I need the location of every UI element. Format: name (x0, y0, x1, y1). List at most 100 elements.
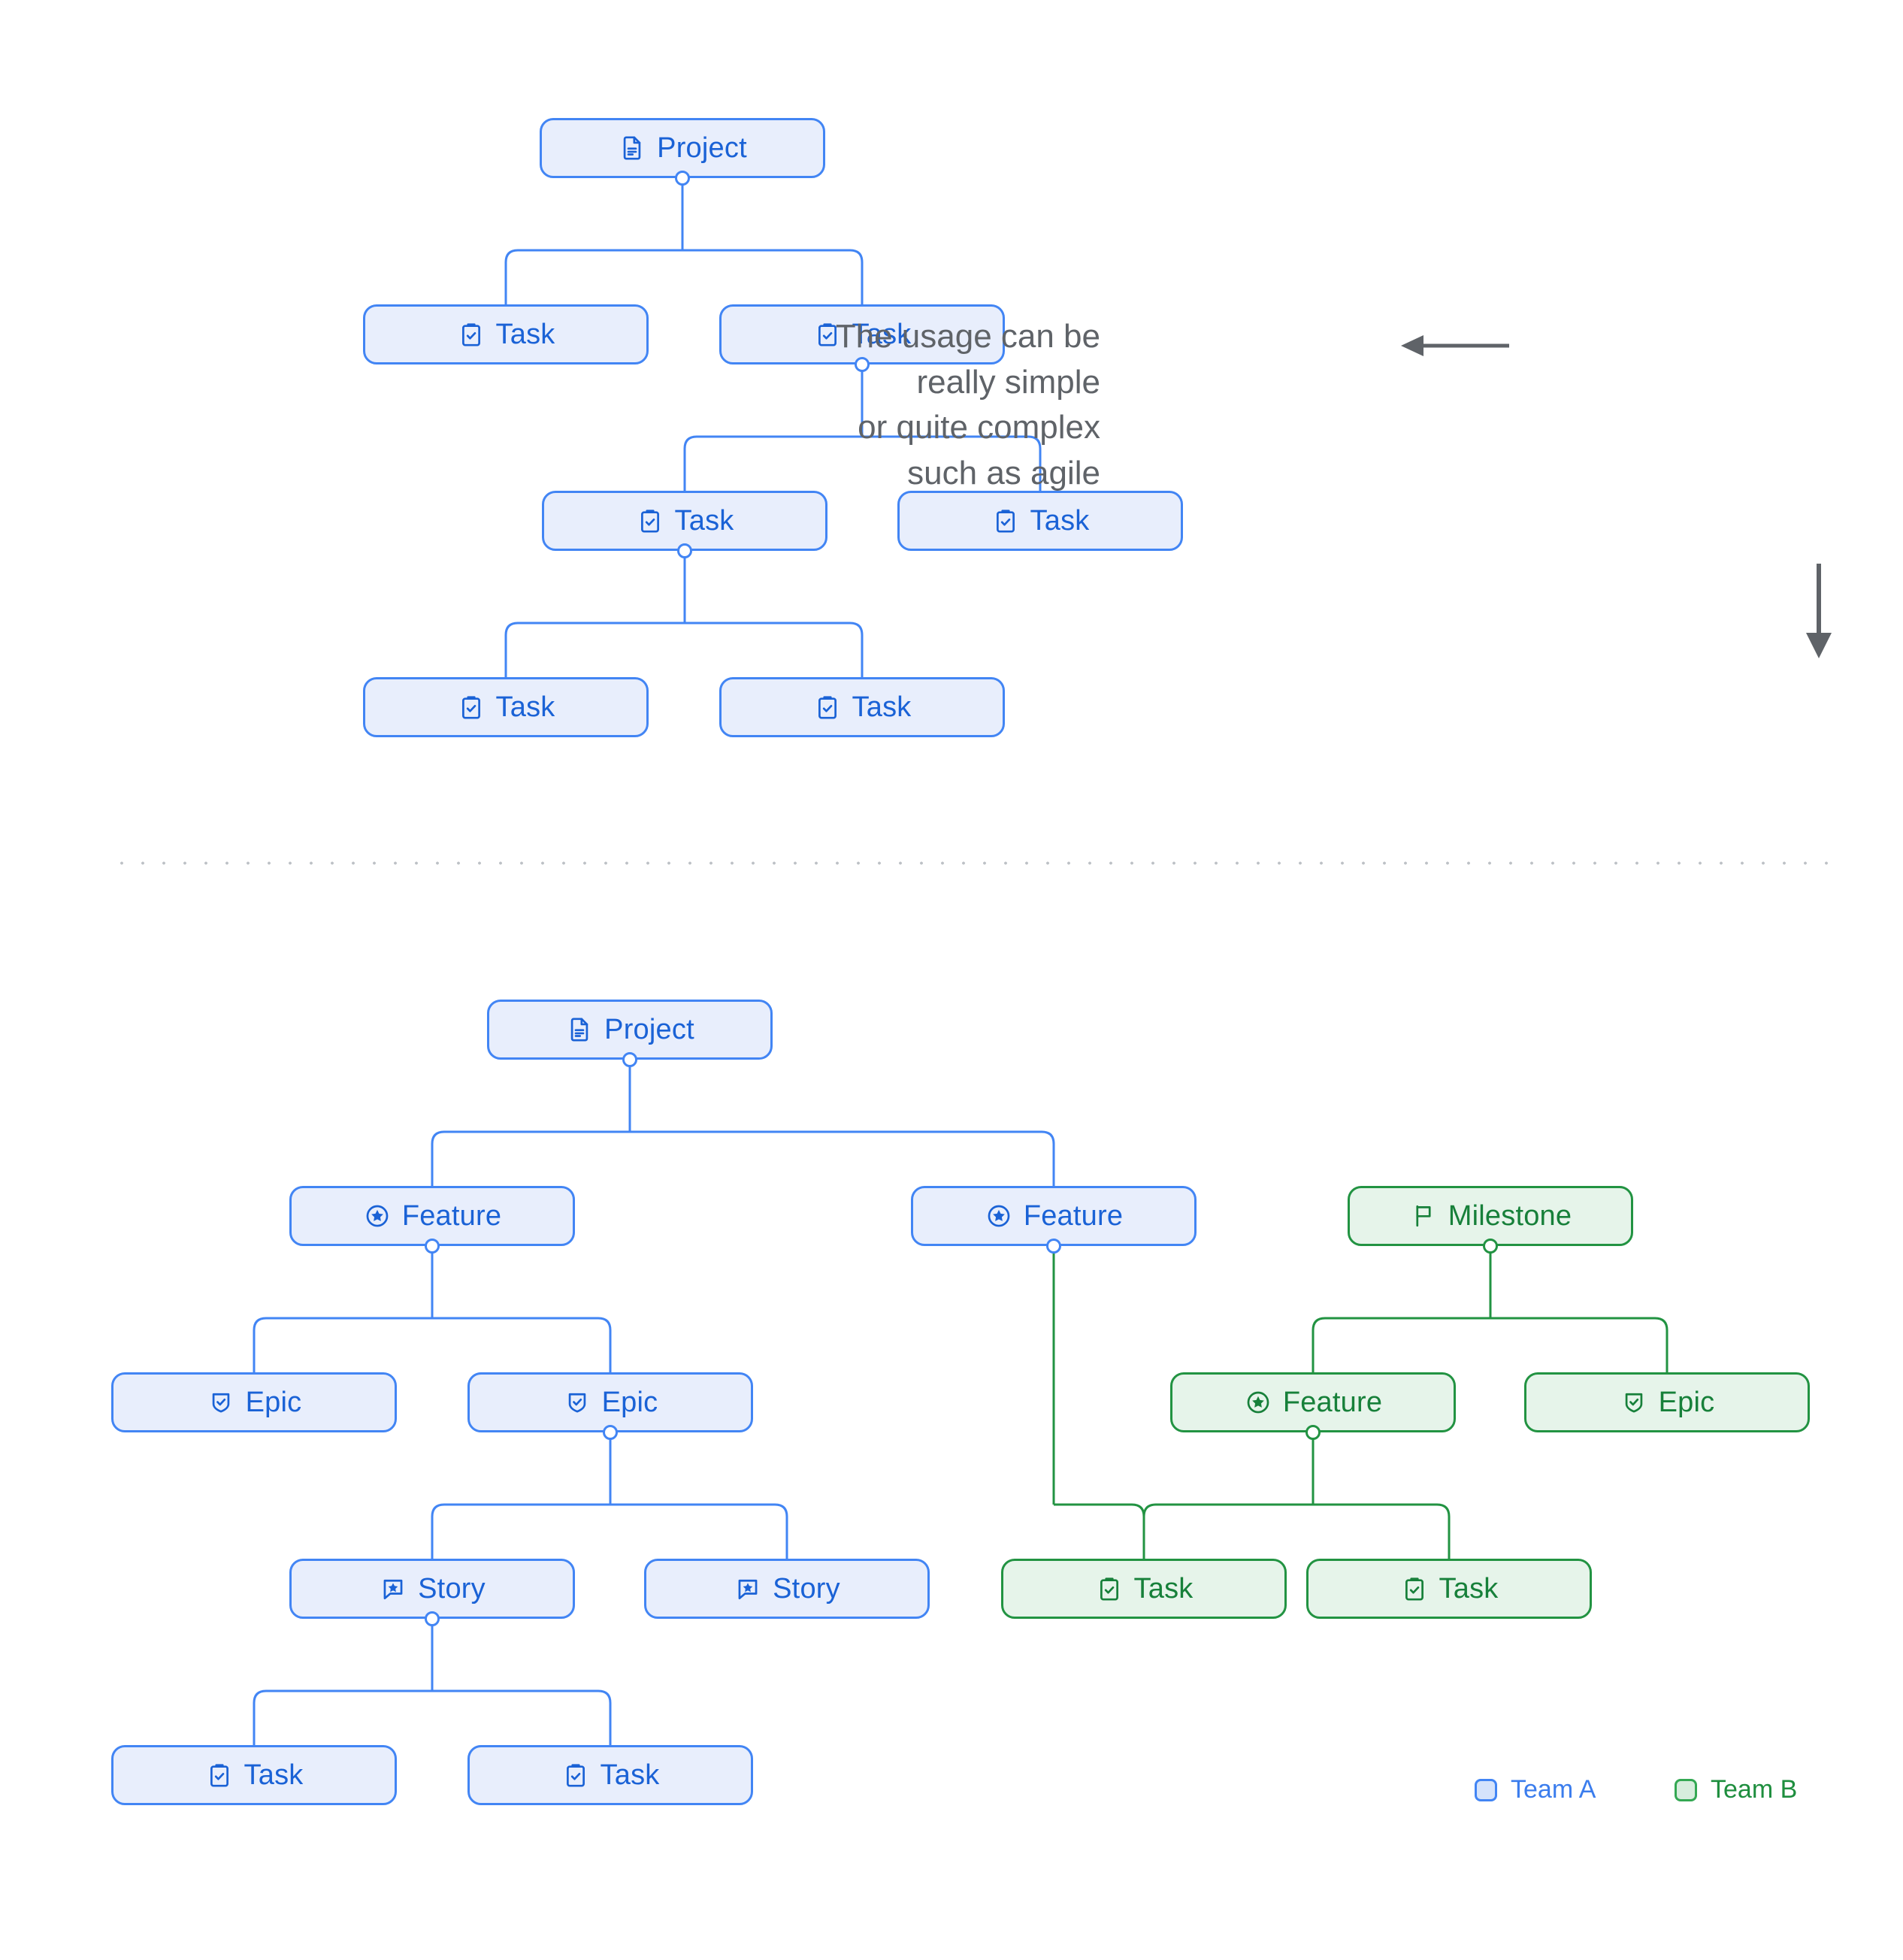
feature-icon (1244, 1388, 1272, 1417)
legend-item-team-b: Team B (1675, 1775, 1797, 1804)
connector-line (685, 622, 864, 677)
node-label: Story (418, 1573, 486, 1605)
node-feature[interactable]: Feature (1170, 1372, 1456, 1432)
node-label: Task (852, 319, 912, 350)
legend-item-team-a: Team A (1475, 1775, 1596, 1804)
node-task[interactable]: Task (719, 304, 1005, 364)
node-task[interactable]: Task (111, 1745, 397, 1805)
milestone-icon (1409, 1202, 1438, 1230)
node-label: Task (1133, 1573, 1194, 1605)
node-label: Epic (1658, 1387, 1715, 1418)
node-label: Task (1030, 505, 1090, 537)
connector-line (1142, 1503, 1313, 1559)
arrow-down-icon (1806, 564, 1832, 658)
node-label: Milestone (1448, 1200, 1572, 1232)
connector-line (432, 1317, 612, 1372)
task-icon (561, 1761, 590, 1789)
connector-line (504, 622, 685, 677)
node-task[interactable]: Task (1001, 1559, 1287, 1619)
task-icon (205, 1761, 234, 1789)
square-swatch-icon (1475, 1778, 1497, 1801)
legend-label: Team B (1711, 1775, 1798, 1804)
node-label: Epic (245, 1387, 302, 1418)
node-label: Project (657, 132, 747, 164)
connector-line (1490, 1317, 1669, 1372)
node-label: Story (773, 1573, 840, 1605)
task-icon (813, 693, 842, 721)
connector-line (683, 435, 862, 491)
connector-line (862, 435, 1042, 491)
feature-icon (363, 1202, 392, 1230)
node-epic[interactable]: Epic (111, 1372, 397, 1432)
task-icon (636, 507, 664, 535)
node-epic[interactable]: Epic (467, 1372, 753, 1432)
node-label: Task (1439, 1573, 1499, 1605)
connector-line (431, 1130, 630, 1186)
node-project[interactable]: Project (487, 1000, 773, 1060)
connector-line (1313, 1503, 1451, 1559)
node-task[interactable]: Task (363, 304, 649, 364)
connector-port (1483, 1239, 1498, 1254)
node-task[interactable]: Task (363, 677, 649, 737)
node-label: Task (852, 691, 912, 723)
epic-icon (1620, 1388, 1648, 1417)
node-feature[interactable]: Feature (289, 1186, 575, 1246)
connector-line (253, 1317, 432, 1372)
connector-port (675, 171, 690, 186)
connector-port (425, 1239, 440, 1254)
connector-line (432, 1689, 612, 1745)
connector-line (682, 249, 864, 304)
connector-port (855, 357, 870, 372)
node-project[interactable]: Project (540, 118, 825, 178)
connector-port (622, 1052, 637, 1067)
connector-port (677, 543, 692, 558)
node-label: Task (495, 691, 555, 723)
node-task[interactable]: Task (719, 677, 1005, 737)
node-label: Task (600, 1759, 660, 1791)
node-epic[interactable]: Epic (1524, 1372, 1810, 1432)
node-label: Task (674, 505, 734, 537)
story-icon (734, 1574, 762, 1603)
node-task[interactable]: Task (1306, 1559, 1592, 1619)
node-task[interactable]: Task (542, 491, 827, 551)
document-icon (618, 134, 646, 162)
node-label: Task (495, 319, 555, 350)
connector-line (1312, 1317, 1490, 1372)
node-feature[interactable]: Feature (911, 1186, 1197, 1246)
task-icon (813, 320, 842, 349)
feature-icon (985, 1202, 1013, 1230)
node-label: Task (244, 1759, 304, 1791)
node-milestone[interactable]: Milestone (1348, 1186, 1633, 1246)
document-icon (565, 1015, 594, 1044)
node-task[interactable]: Task (467, 1745, 753, 1805)
task-icon (1095, 1574, 1124, 1603)
connector-port (603, 1425, 618, 1440)
node-label: Feature (1023, 1200, 1124, 1232)
connector-line (610, 1503, 788, 1559)
task-icon (1400, 1574, 1429, 1603)
node-story[interactable]: Story (644, 1559, 930, 1619)
arrow-left-icon (1401, 335, 1509, 356)
task-icon (991, 507, 1020, 535)
annotation-text: The usage can be really simple or quite … (835, 318, 1100, 492)
epic-icon (207, 1388, 235, 1417)
section-divider (111, 861, 1840, 865)
connector-line (1054, 1503, 1145, 1559)
node-story[interactable]: Story (289, 1559, 575, 1619)
node-label: Project (604, 1014, 694, 1045)
story-icon (379, 1574, 407, 1603)
task-icon (457, 320, 486, 349)
connector-line (253, 1689, 432, 1745)
node-task[interactable]: Task (897, 491, 1183, 551)
connector-port (1305, 1425, 1321, 1440)
node-label: Feature (401, 1200, 502, 1232)
connector-port (425, 1611, 440, 1626)
connector-line (630, 1130, 1055, 1186)
task-icon (457, 693, 486, 721)
connector-line (431, 1503, 610, 1559)
node-label: Feature (1282, 1387, 1383, 1418)
connector-port (1046, 1239, 1061, 1254)
legend-label: Team A (1511, 1775, 1596, 1804)
square-swatch-icon (1675, 1778, 1697, 1801)
